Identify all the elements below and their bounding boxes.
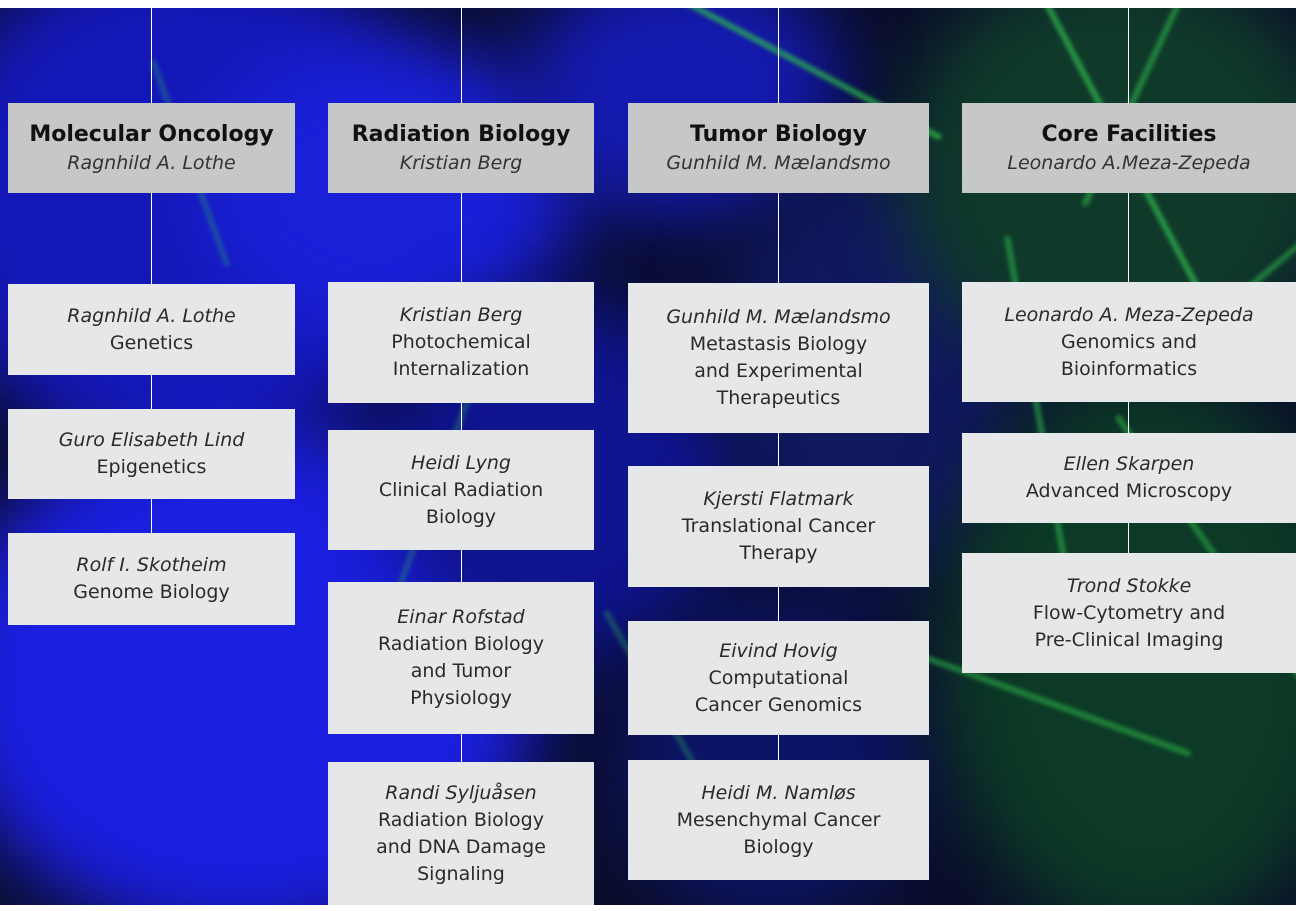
group-leader: Rolf I. Skotheim [76,554,227,576]
department-title: Tumor Biology [690,122,867,147]
group-leader: Kjersti Flatmark [703,488,854,510]
bottom-border [0,905,1296,911]
department-leader: Ragnhild A. Lothe [67,152,236,174]
group-box: Gunhild M. Mælandsmo Metastasis Biology … [628,283,929,433]
group-leader: Ellen Skarpen [1063,453,1195,475]
group-box: Trond Stokke Flow-Cytometry and Pre-Clin… [962,553,1296,673]
group-leader: Heidi M. Namløs [701,781,856,804]
group-leader: Ragnhild A. Lothe [67,304,236,327]
group-unit: Flow-Cytometry and Pre-Clinical Imaging [1032,601,1226,651]
group-box: Randi Syljuåsen Radiation Biology and DN… [328,762,594,905]
group-unit: Mesenchymal Cancer Biology [676,808,881,858]
group-box: Guro Elisabeth Lind Epigenetics [8,409,295,499]
group-unit: Genomics and Bioinformatics [1060,330,1198,380]
group-box: Kjersti Flatmark Translational Cancer Th… [628,466,929,587]
department-leader: Gunhild M. Mælandsmo [666,152,891,174]
department-title: Core Facilities [1041,122,1217,147]
group-unit: Clinical Radiation Biology [378,478,544,528]
department-leader: Kristian Berg [399,152,523,174]
department-title: Radiation Biology [351,122,571,147]
group-unit: Photochemical Internalization [391,331,531,380]
group-leader: Eivind Hovig [719,639,838,662]
group-leader: Kristian Berg [399,304,523,326]
group-leader: Randi Syljuåsen [385,781,537,804]
department-leader: Leonardo A.Meza-Zepeda [1007,152,1251,174]
group-leader: Guro Elisabeth Lind [58,429,245,451]
group-box: Rolf I. Skotheim Genome Biology [8,533,295,625]
group-box: Einar Rofstad Radiation Biology and Tumo… [328,582,594,734]
group-unit: Advanced Microscopy [1025,480,1233,502]
department-title: Molecular Oncology [29,122,274,147]
group-unit: Translational Cancer Therapy [681,515,876,564]
group-unit: Genome Biology [73,581,230,603]
group-unit: Computational Cancer Genomics [694,666,863,716]
group-leader: Einar Rofstad [397,606,525,628]
group-box: Eivind Hovig Computational Cancer Genomi… [628,621,929,735]
group-box: Heidi Lyng Clinical Radiation Biology [328,430,594,550]
group-leader: Heidi Lyng [411,451,511,474]
header-core-facilities: Core Facilities Leonardo A.Meza-Zepeda [962,103,1296,193]
group-box: Heidi M. Namløs Mesenchymal Cancer Biolo… [628,760,929,880]
group-unit: Radiation Biology and Tumor Physiology [378,633,544,709]
group-unit: Metastasis Biology and Experimental Ther… [689,333,868,409]
group-unit: Genetics [109,331,194,354]
top-border [0,0,1296,8]
group-box: Ragnhild A. Lothe Genetics [8,284,295,375]
group-unit: Epigenetics [96,456,207,478]
group-leader: Gunhild M. Mælandsmo [666,306,891,328]
group-leader: Leonardo A. Meza-Zepeda [1004,303,1254,326]
group-leader: Trond Stokke [1066,574,1192,597]
group-box: Leonardo A. Meza-Zepeda Genomics and Bio… [962,282,1296,402]
header-tumor-biology: Tumor Biology Gunhild M. Mælandsmo [628,103,929,193]
group-box: Ellen Skarpen Advanced Microscopy [962,433,1296,523]
header-molecular-oncology: Molecular Oncology Ragnhild A. Lothe [8,103,295,193]
group-box: Kristian Berg Photochemical Internalizat… [328,282,594,403]
group-unit: Radiation Biology and DNA Damage Signali… [376,808,546,885]
header-radiation-biology: Radiation Biology Kristian Berg [328,103,594,193]
